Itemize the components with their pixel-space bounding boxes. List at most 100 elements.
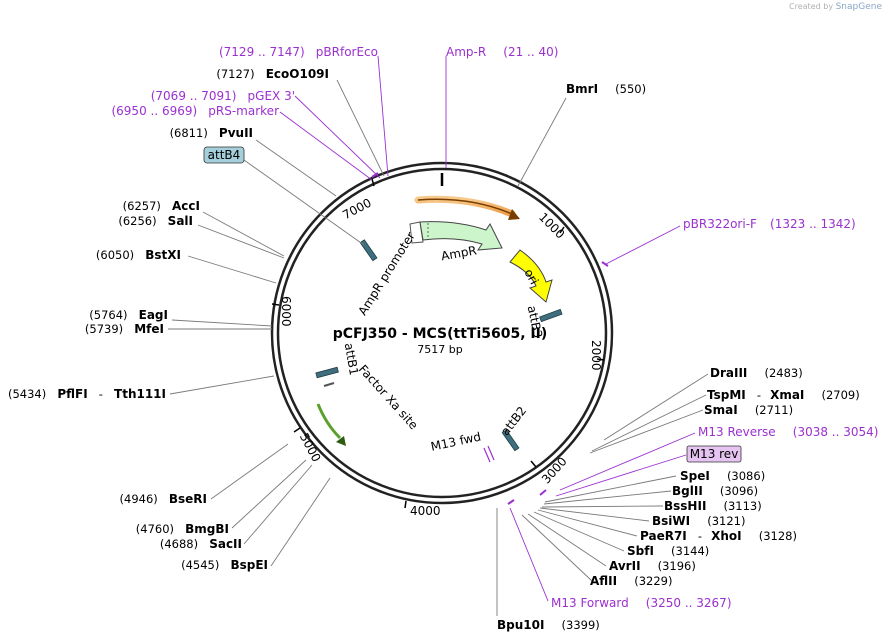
leader-m13reverse — [559, 432, 696, 491]
tick-4000: 4000 — [410, 504, 441, 518]
label-bseri: (4946) BseRI — [120, 488, 207, 507]
leader-eagi — [171, 319, 273, 327]
label-pbrforeco: (7129 .. 7147) pBRforEco — [219, 41, 378, 60]
tick-6000-mark — [271, 303, 280, 306]
leader-m13rev — [555, 454, 687, 497]
snapgene-logo: SnapGene — [835, 2, 882, 12]
credit-prefix: Created by — [789, 2, 834, 11]
leader-bseri — [210, 443, 289, 500]
leader-bspei — [270, 477, 331, 567]
tick-5000-mark — [293, 427, 301, 433]
ampr-label: AmpR — [440, 243, 478, 263]
label-pflfi: (5434) PflFI - Tth111I — [8, 383, 166, 402]
leader-avrii — [527, 513, 607, 567]
label-m13reverse: M13 Reverse (3038 .. 3054) — [698, 421, 878, 440]
amp-r-primer-arrow-core — [417, 198, 513, 215]
attb3-feature — [539, 308, 563, 323]
factor-xa-arrow — [316, 403, 342, 440]
label-sali: (6256) SalI — [118, 210, 193, 229]
attb1-feature — [315, 366, 339, 379]
tick-1000-mark — [559, 226, 565, 234]
label-spei: SpeI (3086) — [680, 465, 765, 484]
leader-tspmi — [591, 394, 707, 452]
leader-m13forward — [509, 507, 549, 602]
ampr-promoter-arrow — [409, 221, 424, 244]
leader-sali — [197, 224, 285, 259]
plasmid-name: pCFJ350 - MCS(ttTi5605, II) — [333, 326, 548, 342]
leader-bstxi — [187, 255, 277, 284]
label-bmgbi: (4760) BmgBI — [136, 518, 229, 537]
ampr-gene-arrow — [419, 221, 503, 251]
label-m13forward: M13 Forward (3250 .. 3267) — [551, 592, 732, 611]
leader-aflii — [521, 514, 593, 582]
primer-mark-pbr322 — [601, 261, 609, 267]
label-sbfi: SbfI (3144) — [627, 540, 709, 559]
attb2-label: attB2 — [498, 404, 529, 438]
backbone-outer — [270, 161, 614, 505]
tick-5000: 5000 — [297, 431, 324, 465]
m13-fwd-label: M13 fwd — [429, 430, 482, 454]
leader-prsmarker — [279, 111, 373, 181]
leader-sbfi — [533, 511, 625, 552]
tick-6000: 6000 — [279, 296, 293, 327]
factor-xa-label: Factor Xa site — [356, 362, 421, 432]
m13-fwd-marker-a — [483, 447, 491, 463]
label-bmri: BmrI (550) — [566, 78, 646, 97]
leader-bmgbi — [231, 459, 307, 529]
label-paer7i: PaeR7I - XhoI (3128) — [640, 525, 797, 544]
snapgene-credit: Created by SnapGene — [789, 2, 882, 12]
primer-mark-prs — [371, 172, 379, 178]
leader-pflfi — [169, 375, 275, 395]
label-pvuii: (6811) PvuII — [170, 122, 253, 141]
label-smai: SmaI (2711) — [704, 399, 793, 418]
label-amp-r: Amp-R (21 .. 40) — [446, 41, 558, 60]
label-pbr322ori: pBR322ori-F (1323 .. 1342) — [683, 213, 856, 232]
leader-bmri — [517, 97, 567, 187]
leader-ecoo109i — [336, 79, 385, 177]
leader-spei — [544, 475, 677, 503]
leader-paer7i — [537, 509, 638, 537]
plasmid-length: 7517 bp — [417, 343, 462, 356]
label-avrii: AvrII (3196) — [609, 555, 696, 574]
tick-4000-mark — [404, 500, 407, 509]
leader-smai — [589, 409, 704, 454]
primer-mark-m13rev — [539, 489, 547, 496]
leader-bglii — [543, 490, 672, 505]
attb4-feature — [359, 239, 378, 262]
attb1-marker — [323, 382, 335, 387]
label-bsshii: BssHII (3113) — [664, 495, 762, 514]
leader-acci — [202, 211, 285, 257]
label-bsiwi: BsiWI (3121) — [652, 510, 745, 529]
ori-arrow — [509, 249, 553, 303]
primer-leader-lines — [279, 55, 696, 602]
attb1-label: attB1 — [342, 342, 361, 377]
leader-pbrforeco — [377, 55, 389, 177]
m13-rev-label: M13 rev — [690, 447, 739, 461]
label-pgex3: (7069 .. 7091) pGEX 3' — [151, 85, 295, 104]
primer-mark-m13fwd — [507, 499, 515, 505]
label-bstxi: (6050) BstXI — [96, 244, 181, 263]
label-bglii: BglII (3096) — [672, 480, 758, 499]
backbone-inner — [276, 167, 608, 499]
ori-label: ori — [522, 267, 542, 287]
tick-2000: 2000 — [589, 340, 603, 371]
amp-r-primer-arrow-head — [508, 209, 520, 220]
leader-pgex3 — [294, 95, 381, 179]
tick-2000-mark — [596, 358, 605, 361]
leader-draiii — [603, 373, 709, 441]
leader-pvuii — [255, 139, 337, 197]
attb2-feature — [501, 429, 520, 452]
label-aflii: AflII (3229) — [590, 570, 672, 589]
leader-attb4 — [243, 159, 365, 246]
label-bspei: (4545) BspEI — [181, 554, 268, 573]
factor-xa-arrow-head — [336, 436, 346, 446]
leader-sacii — [243, 464, 313, 545]
m13-rev-label-box — [686, 445, 742, 463]
attb4-label-box — [203, 146, 245, 164]
m13-fwd-marker-b — [487, 445, 495, 461]
leader-bsiwi — [539, 507, 650, 522]
tick-7000-mark — [371, 178, 375, 187]
label-mfei: (5739) MfeI — [85, 318, 164, 337]
label-bpu10i: Bpu10I (3399) — [497, 614, 600, 633]
